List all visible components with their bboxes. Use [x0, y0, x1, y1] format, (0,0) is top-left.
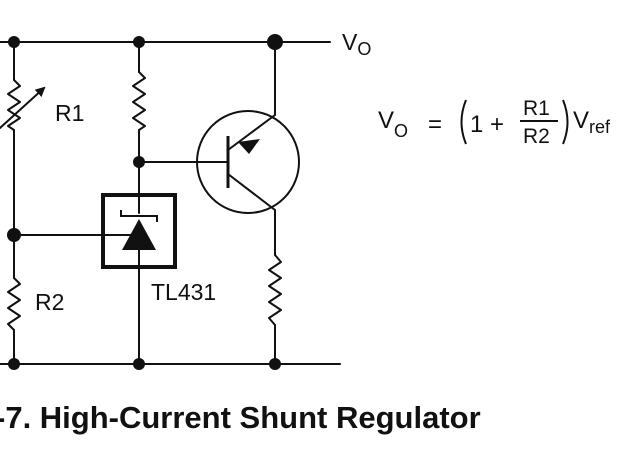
- transistor-collector-lead: [227, 173, 276, 211]
- r1-label: R1: [55, 100, 84, 126]
- junction-dot: [7, 228, 21, 242]
- junction-dot: [269, 358, 281, 370]
- r2-resistor-zigzag: [7, 277, 21, 331]
- equation-numerator: R1: [523, 97, 550, 120]
- r1-wiper-arrow: [0, 86, 46, 129]
- junction-dot: [133, 36, 145, 48]
- tl431-package: [101, 193, 177, 269]
- junction-dot: [8, 36, 20, 48]
- junction-dot: [267, 34, 283, 50]
- transistor-circle: [196, 110, 300, 214]
- transistor-emitter-arrow: [238, 139, 260, 154]
- junction-dot: [133, 156, 145, 168]
- tl431-diode-triangle: [122, 219, 156, 250]
- figure-caption: -7. High-Current Shunt Regulator: [0, 400, 481, 435]
- equation-left-paren: [460, 99, 467, 145]
- output-label: VO: [342, 29, 371, 59]
- junction-dot: [8, 358, 20, 370]
- bias-resistor-zigzag: [132, 71, 146, 131]
- equation-rhs: Vref: [573, 107, 611, 137]
- junction-dot: [133, 358, 145, 370]
- equation-right-paren: [562, 99, 569, 145]
- equation-lhs: VO: [378, 107, 408, 141]
- r1-resistor-zigzag: [7, 79, 21, 131]
- tl431-cathode-bar: [120, 210, 158, 222]
- equation-equals: =: [428, 111, 442, 138]
- ic-label: TL431: [151, 279, 216, 305]
- r2-label: R2: [35, 289, 64, 315]
- equation-denominator: R2: [523, 125, 550, 148]
- load-resistor-zigzag: [268, 254, 282, 326]
- output-voltage-equation: VO = 1 + R1 R2 Vref: [378, 97, 611, 148]
- equation-one-plus: 1 +: [470, 111, 504, 138]
- transistor-emitter-lead: [227, 114, 276, 151]
